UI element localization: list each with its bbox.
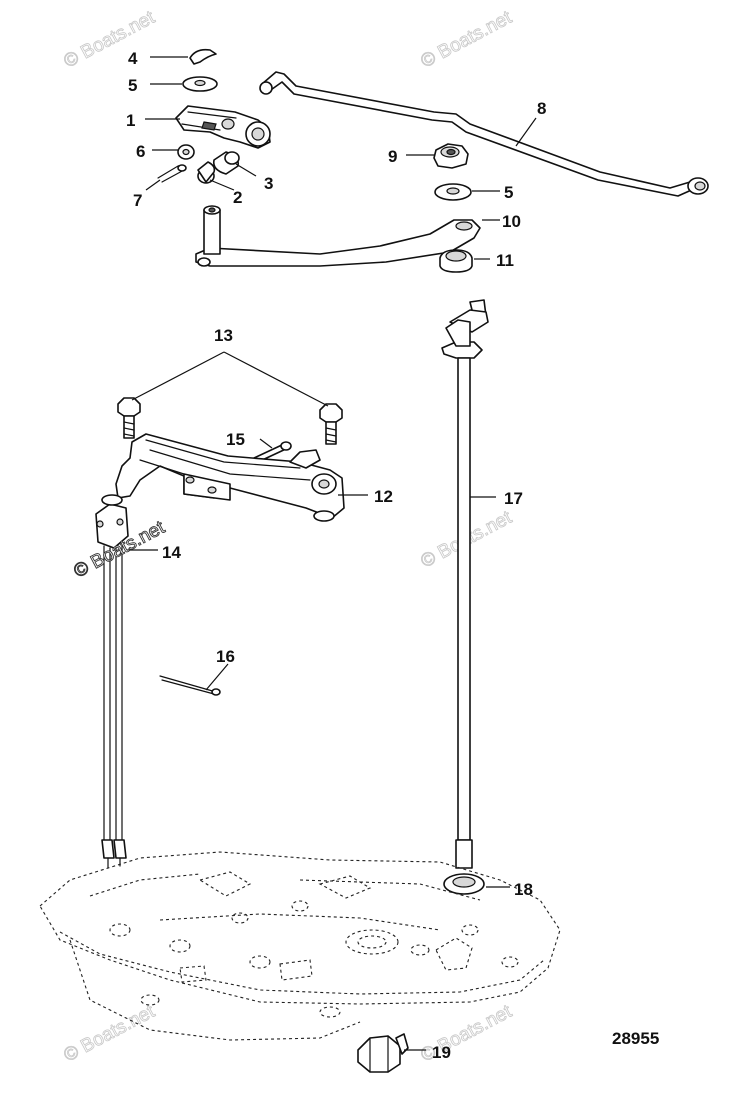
diagram-id: 28955 — [612, 1029, 659, 1048]
callout-13: 13 — [214, 326, 233, 345]
callout-19: 19 — [432, 1043, 451, 1062]
part-12-bracket — [115, 433, 345, 522]
part-4-clip — [189, 48, 217, 65]
part-18-seal — [443, 873, 485, 895]
watermark-bottom-left: © Boats.net — [60, 1001, 158, 1067]
part-2-bushing — [197, 161, 216, 184]
part-10-arm — [195, 205, 481, 267]
adapter-plate — [39, 851, 561, 1041]
callout-9: 9 — [388, 147, 397, 166]
part-16-cable-tie — [159, 675, 221, 696]
part-17-shaft — [441, 299, 489, 869]
part-14-switch — [95, 494, 129, 869]
callout-4: 4 — [128, 49, 138, 68]
callout-15: 15 — [226, 430, 245, 449]
callout-3: 3 — [264, 174, 273, 193]
part-11-grommet — [439, 249, 473, 273]
part-5-washer-right — [434, 183, 472, 201]
callout-6: 6 — [136, 142, 145, 161]
part-8-link-rod — [259, 71, 709, 197]
callout-11: 11 — [496, 251, 514, 270]
part-15-pin — [253, 441, 292, 463]
part-5-washer-top — [182, 76, 218, 92]
watermark-top-left: © Boats.net — [60, 7, 158, 73]
watermark-top-right: © Boats.net — [417, 7, 515, 73]
part-1-lever-bracket — [175, 105, 271, 149]
leader-lines — [126, 56, 537, 1051]
callout-18: 18 — [514, 880, 533, 899]
callout-16: 16 — [216, 647, 235, 666]
part-19-plug — [357, 1033, 409, 1073]
callout-5-top: 5 — [128, 76, 137, 95]
callout-5-right: 5 — [504, 183, 513, 202]
callout-14: 14 — [162, 543, 181, 562]
callout-8: 8 — [537, 99, 546, 118]
part-6-washer — [177, 144, 195, 160]
part-9-nut — [433, 143, 469, 169]
callout-17: 17 — [504, 489, 523, 508]
callout-2: 2 — [233, 188, 242, 207]
callout-10: 10 — [502, 212, 521, 231]
part-7-cotter-pin — [157, 164, 187, 183]
callout-1: 1 — [126, 111, 135, 130]
callout-numbers: 4 5 1 6 7 2 3 8 9 5 10 11 13 15 12 14 16… — [126, 49, 546, 1062]
callout-7: 7 — [133, 191, 142, 210]
part-13-bolt-right — [319, 403, 343, 445]
part-13-bolt-left — [117, 397, 141, 439]
callout-12: 12 — [374, 487, 393, 506]
part-3-bushing — [212, 151, 240, 175]
